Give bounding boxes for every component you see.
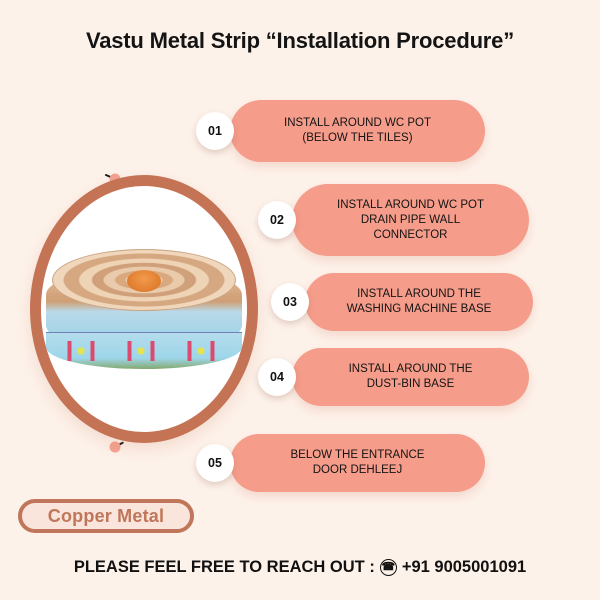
- step-item[interactable]: 03 INSTALL AROUND THE WASHING MACHINE BA…: [271, 273, 533, 331]
- step-item[interactable]: 05 BELOW THE ENTRANCE DOOR DEHLEEJ: [196, 434, 485, 492]
- footer-contact: PLEASE FEEL FREE TO REACH OUT : ☎ +91 90…: [0, 558, 600, 577]
- product-circle-frame: [30, 175, 258, 443]
- step-line-2: WASHING MACHINE BASE: [346, 303, 492, 315]
- step-number-badge: 05: [196, 444, 234, 482]
- roll-label-band: [46, 332, 242, 369]
- step-label: INSTALL AROUND THE DUST-BIN BASE: [292, 348, 529, 406]
- step-line-3: CONNECTOR: [373, 228, 448, 241]
- footer-phone-number[interactable]: +91 9005001091: [401, 558, 527, 576]
- step-line-1: INSTALL AROUND WC POT: [284, 117, 431, 129]
- footer-cta-text: PLEASE FEEL FREE TO REACH OUT :: [73, 558, 375, 576]
- step-line-2: (BELOW THE TILES): [302, 132, 413, 144]
- copper-metal-badge: Copper Metal: [18, 499, 194, 533]
- step-item[interactable]: 04 INSTALL AROUND THE DUST-BIN BASE: [258, 348, 529, 406]
- step-label: BELOW THE ENTRANCE DOOR DEHLEEJ: [230, 434, 485, 492]
- step-line-1: INSTALL AROUND WC POT: [337, 198, 484, 211]
- page-title: Vastu Metal Strip “Installation Procedur…: [85, 28, 515, 53]
- phone-in-circle-icon: ☎: [379, 559, 397, 576]
- step-line-2: DOOR DEHLEEJ: [312, 464, 403, 476]
- step-number-badge: 03: [271, 283, 309, 321]
- product-image-zone: [18, 163, 288, 463]
- step-line-1: BELOW THE ENTRANCE: [290, 449, 425, 461]
- step-label: INSTALL AROUND WC POT (BELOW THE TILES): [230, 100, 485, 162]
- brand-logo-icon: [184, 341, 218, 361]
- step-number-badge: 01: [196, 112, 234, 150]
- step-number-badge: 02: [258, 201, 296, 239]
- step-number-badge: 04: [258, 358, 296, 396]
- copper-strip-roll-image: [46, 249, 242, 369]
- step-line-1: INSTALL AROUND THE: [357, 288, 481, 300]
- step-item[interactable]: 02 INSTALL AROUND WC POT DRAIN PIPE WALL…: [258, 184, 529, 256]
- step-line-1: INSTALL AROUND THE: [348, 363, 473, 375]
- brand-logo-icon: [124, 341, 158, 361]
- step-item[interactable]: 01 INSTALL AROUND WC POT (BELOW THE TILE…: [196, 100, 485, 162]
- step-line-2: DUST-BIN BASE: [366, 378, 455, 390]
- step-label: INSTALL AROUND WC POT DRAIN PIPE WALL CO…: [292, 184, 529, 256]
- roll-core-hole: [127, 270, 161, 292]
- step-label: INSTALL AROUND THE WASHING MACHINE BASE: [305, 273, 533, 331]
- step-line-2: DRAIN PIPE WALL: [360, 213, 461, 226]
- roll-top-face: [52, 249, 236, 311]
- brand-logo-icon: [64, 341, 98, 361]
